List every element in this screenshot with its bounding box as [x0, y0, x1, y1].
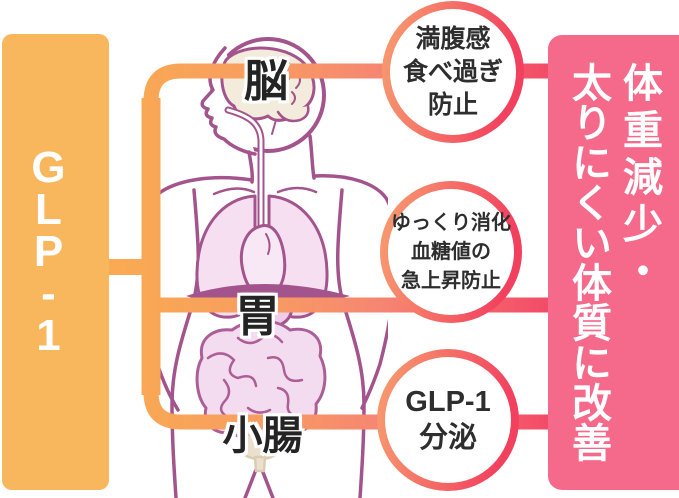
effect-bubble-brain: 満腹感 食べ過ぎ 防止	[382, 1, 524, 143]
effect-bubble-stomach: ゆっくり消化 血糖値の 急上昇防止	[380, 181, 522, 323]
bubble-line: 急上昇防止	[401, 269, 501, 292]
organ-label-stomach: 胃	[235, 292, 280, 341]
result-bar	[548, 35, 679, 490]
bubble-line: 満腹感	[415, 24, 491, 53]
bubble-line: 食べ過ぎ	[402, 57, 503, 86]
glp1-letter: -	[41, 269, 56, 318]
bubble-line: ゆっくり消化	[391, 211, 511, 234]
organ-label-small-intestine: 小腸	[222, 414, 303, 458]
intestines-icon	[195, 319, 327, 443]
glp1-bar-label: G L P - 1	[31, 143, 66, 360]
bubble-line: 防止	[427, 90, 478, 119]
result-text-column-2: 太りにくい体質に改善	[566, 62, 610, 462]
bubble-line: 血糖値の	[411, 240, 491, 263]
organ-label-brain: 脳	[244, 57, 288, 106]
glp1-letter: P	[33, 227, 64, 276]
glp1-bar: G L P - 1	[2, 34, 109, 490]
effect-bubble-small-intestine: GLP-1 分泌	[377, 349, 519, 491]
bubble-line: 分泌	[418, 422, 477, 454]
torso-outline	[141, 174, 388, 498]
glp1-letter: 1	[36, 311, 61, 360]
glp1-letter: G	[31, 143, 66, 192]
result-text-column-1: 体重減少・	[617, 62, 661, 297]
esophagus-icon	[224, 106, 265, 280]
bladder-icon	[237, 431, 283, 473]
glp1-letter: L	[35, 185, 62, 234]
bubble-line: GLP-1	[405, 386, 491, 418]
